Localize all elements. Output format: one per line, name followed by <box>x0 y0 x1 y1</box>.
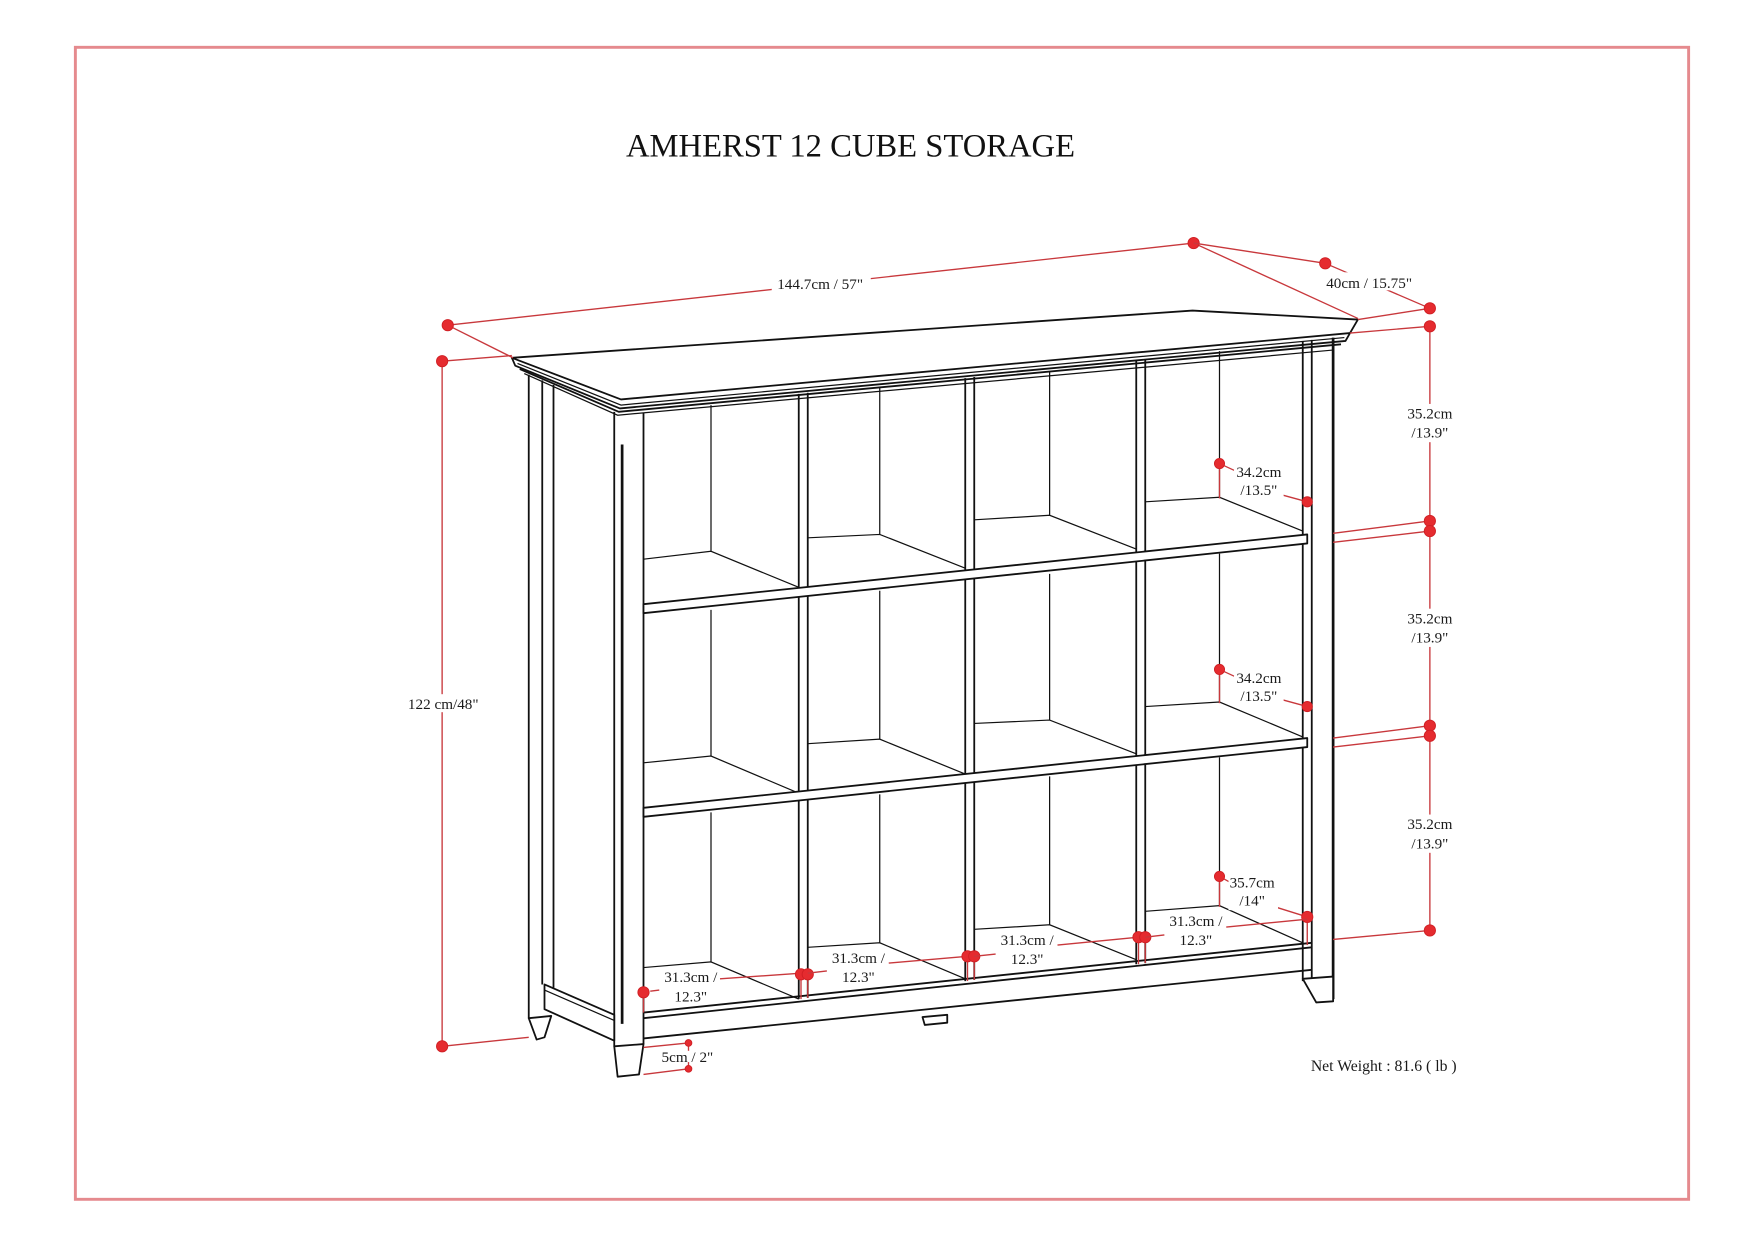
shelves <box>642 496 1312 1014</box>
cube-height-2-in: /13.5" <box>1240 688 1277 705</box>
cube-width-3-in: 12.3" <box>1011 951 1044 968</box>
cube-height-3-in: /14" <box>1239 893 1265 910</box>
width-label: 144.7cm / 57" <box>777 276 863 293</box>
product-title: AMHERST 12 CUBE STORAGE <box>626 128 1075 164</box>
row-height-3-cm: 35.2cm <box>1407 816 1452 833</box>
dimension-lines <box>436 236 1436 1076</box>
bookcase-drawing <box>510 309 1359 1078</box>
top-panel <box>510 309 1359 416</box>
row-height-1-cm: 35.2cm <box>1407 406 1452 423</box>
dimension-labels: 144.7cm / 57" 40cm / 15.75" 122 cm/48" 3… <box>400 272 1458 1066</box>
column-dividers <box>797 358 1147 1000</box>
depth-label: 40cm / 15.75" <box>1326 275 1412 292</box>
row-height-1-in: /13.9" <box>1411 425 1448 442</box>
left-side-panel <box>527 374 645 1078</box>
cube-width-2-in: 12.3" <box>842 969 875 986</box>
cube-width-1-cm: 31.3cm / <box>664 969 718 986</box>
page-frame <box>73 45 1691 1201</box>
row-height-3-in: /13.9" <box>1411 835 1448 852</box>
leg-clearance-label: 5cm / 2" <box>662 1049 714 1066</box>
cube-height-1-in: /13.5" <box>1240 482 1277 499</box>
cube-width-3-cm: 31.3cm / <box>1001 932 1055 949</box>
row-height-2-cm: 35.2cm <box>1407 610 1452 627</box>
net-weight: Net Weight : 81.6 ( lb ) <box>1311 1058 1457 1075</box>
cube-height-2-cm: 34.2cm <box>1236 670 1281 687</box>
cube-width-2-cm: 31.3cm / <box>832 950 886 967</box>
cube-height-3-cm: 35.7cm <box>1230 875 1275 892</box>
cube-back-edges <box>710 351 1221 962</box>
cube-height-1-cm: 34.2cm <box>1236 464 1281 481</box>
height-label: 122 cm/48" <box>408 696 479 713</box>
row-height-2-in: /13.9" <box>1411 629 1448 646</box>
right-side-post <box>1301 337 1335 1004</box>
bottom-apron <box>643 946 1312 1040</box>
cube-width-4-in: 12.3" <box>1180 932 1213 949</box>
cube-width-4-cm: 31.3cm / <box>1169 913 1223 930</box>
cube-width-1-in: 12.3" <box>674 988 707 1005</box>
